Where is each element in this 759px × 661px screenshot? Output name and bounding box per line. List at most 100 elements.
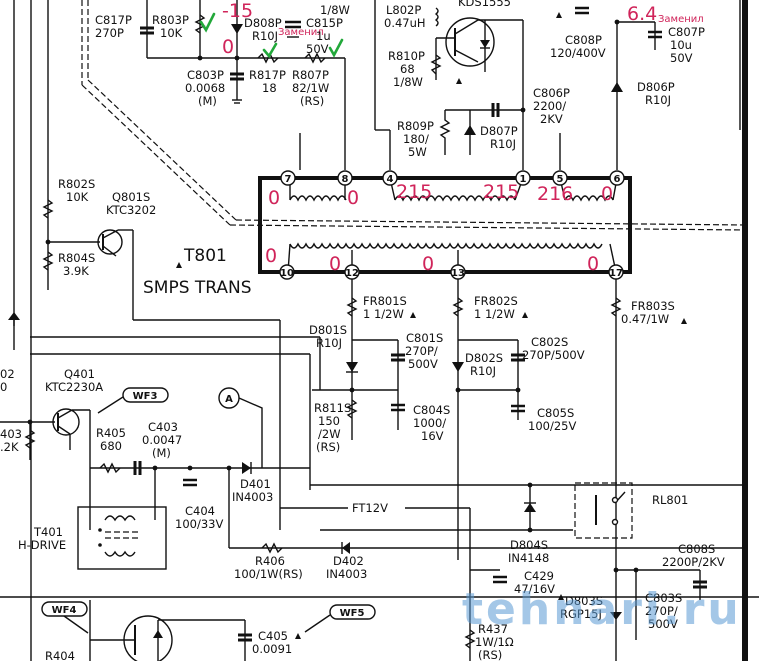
q801s-part: KTC3202 — [106, 203, 156, 217]
c803s-value: 270P/ — [645, 604, 678, 618]
c801s-value: 270P/ — [405, 344, 438, 358]
pin-10: 10 — [280, 268, 294, 279]
c817p-capacitor-symbol — [140, 26, 154, 35]
c801s-label: C801S — [406, 331, 443, 345]
c404-value: 100/33V — [175, 517, 223, 531]
c403-value: 0.0047 — [142, 433, 182, 447]
r810p-label: R810P — [388, 49, 425, 63]
left-fragment-b: 0 — [0, 380, 7, 394]
warning-icon — [681, 318, 687, 324]
relay-section — [280, 482, 745, 661]
pin-17: 17 — [609, 268, 623, 279]
component-labels: C817P 270P R803P 10K D808P R10J C815P 1u… — [0, 0, 725, 661]
d806p-value: R10J — [645, 93, 671, 107]
c404-label: C404 — [185, 504, 215, 518]
d401-label: D401 — [240, 477, 271, 491]
c807p-label: C807P — [668, 25, 705, 39]
r809p-value: 180/ — [403, 132, 429, 146]
c806p-label: C806P — [533, 86, 570, 100]
voltage-pin12: 0 — [329, 253, 341, 275]
d807p-label: D807P — [480, 124, 518, 138]
voltage-6-4: 6.4 — [627, 3, 657, 25]
res-fragment-label: 1/8W — [320, 3, 350, 17]
c405-value: 0.0091 — [252, 642, 292, 656]
hdrive-label: H-DRIVE — [18, 538, 66, 552]
warning-icon — [558, 594, 564, 600]
r807p-label: R807P — [292, 68, 329, 82]
voltage-minus15: -15 — [222, 0, 253, 22]
r817p-label: R817P — [249, 68, 286, 82]
check-icon — [199, 12, 216, 33]
check-icon — [262, 42, 278, 59]
r817p-value: 18 — [262, 81, 277, 95]
c405-label: C405 — [258, 629, 288, 643]
warning-icon — [522, 312, 528, 318]
r437-type: (RS) — [478, 648, 502, 661]
d804s-label: D804S — [510, 538, 548, 552]
c804s-voltage: 16V — [421, 429, 444, 443]
kds1555-label: KDS1555 — [458, 0, 511, 9]
ft12v-label: FT12V — [352, 501, 388, 515]
wf3-label: WF3 — [133, 391, 158, 402]
pin-1: 1 — [520, 174, 527, 185]
q801s-circuit — [8, 170, 321, 530]
r803p-value: 10K — [160, 26, 183, 40]
d804s-value: IN4148 — [508, 551, 549, 565]
c808s-value: 2200P/2KV — [662, 555, 725, 569]
c807p-voltage: 50V — [670, 51, 693, 65]
r406-label: R406 — [255, 554, 285, 568]
check-icon — [328, 38, 344, 58]
fr801s-label: FR801S — [363, 294, 407, 308]
c803p-type: (M) — [198, 94, 217, 108]
c803p-label: C803P — [187, 68, 224, 82]
pin-12: 12 — [345, 268, 359, 279]
c804s-value: 1000/ — [413, 416, 446, 430]
r811s-value: 150 — [318, 414, 340, 428]
c806p-voltage: 2KV — [540, 112, 563, 126]
c815p-label: C815P — [306, 16, 343, 30]
voltage-pin4: 215 — [396, 181, 432, 203]
c803p-capacitor-symbol — [230, 72, 244, 104]
c429-value: 47/16V — [514, 582, 555, 596]
d807p-value: R10J — [490, 137, 516, 151]
c808p-capacitor-symbol — [575, 6, 589, 15]
c805s-label: C805S — [537, 406, 574, 420]
r437-value: 1W/1Ω — [475, 635, 514, 649]
d402-label: D402 — [333, 554, 364, 568]
voltage-0-top: 0 — [222, 36, 234, 58]
c807p-value: 10u — [670, 38, 692, 52]
voltage-pin5: 216 — [537, 183, 573, 205]
voltage-annotations: -15 0 6.4 0 0 215 215 216 0 0 0 0 0 Заме… — [222, 0, 704, 275]
c815p-value: 1u — [316, 29, 331, 43]
d808p-value: R10J — [252, 29, 278, 43]
c817p-label: C817P — [95, 13, 132, 27]
pin-7: 7 — [285, 174, 292, 185]
r803p-resistor-symbol — [194, 14, 206, 34]
l802p-inductor-symbol — [434, 7, 439, 27]
l802p-value: 0.47uH — [384, 16, 426, 30]
q401-label: Q401 — [64, 367, 95, 381]
replaced-note-c807p: Заменил — [658, 14, 704, 25]
c802s-label: C802S — [531, 335, 568, 349]
r804s-value: 3.9K — [63, 264, 89, 278]
r802s-value: 10K — [66, 190, 89, 204]
c403-label: C403 — [148, 420, 178, 434]
c817p-value: 270P — [95, 26, 124, 40]
c808p-label: C808P — [565, 33, 602, 47]
voltage-pin6: 0 — [601, 183, 613, 205]
warning-icons — [176, 12, 687, 639]
c804s-label: C804S — [413, 403, 450, 417]
r403-value: .2K — [0, 440, 19, 454]
smps-trans-label: SMPS TRANS — [143, 278, 252, 298]
voltage-pin13: 0 — [422, 253, 434, 275]
c429-label: C429 — [524, 569, 554, 583]
c807p-capacitor-symbol — [648, 22, 662, 50]
check-marks — [199, 12, 344, 59]
pin-6: 6 — [614, 174, 621, 185]
r804s-label: R804S — [58, 251, 95, 265]
r809p-label: R809P — [397, 119, 434, 133]
warning-icon — [410, 312, 416, 318]
replaced-note-c815p: Заменил — [278, 27, 324, 38]
voltage-pin17: 0 — [587, 253, 599, 275]
